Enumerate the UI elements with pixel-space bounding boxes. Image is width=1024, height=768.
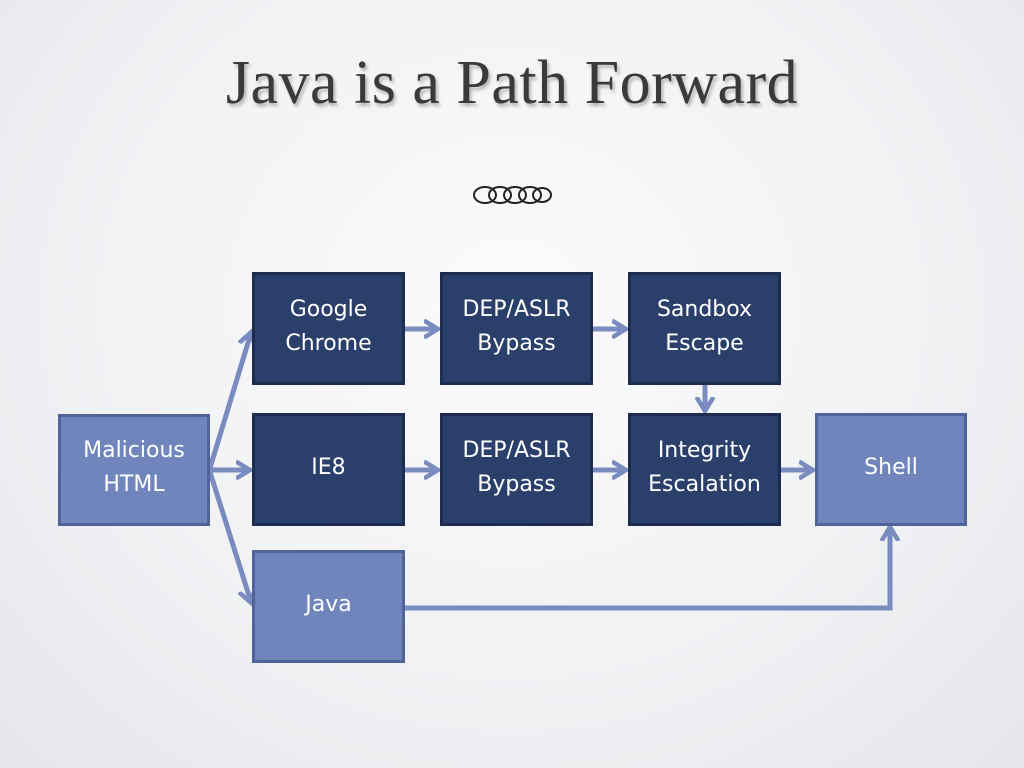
- arrow-java-to-shell: [405, 528, 890, 611]
- slide-title: Java is a Path Forward: [225, 49, 799, 117]
- node-ie8-dep-aslr-bypass: DEP/ASLR Bypass: [440, 413, 593, 526]
- arrow-html-to-chrome: [207, 333, 251, 469]
- arrow-html-to-java: [207, 471, 251, 602]
- node-shell: Shell: [815, 413, 967, 526]
- decorative-scroll-divider-icon: [420, 186, 604, 204]
- node-sandbox-escape: Sandbox Escape: [628, 272, 781, 385]
- node-java: Java: [252, 550, 405, 663]
- node-ie8: IE8: [252, 413, 405, 526]
- node-malicious-html: Malicious HTML: [58, 414, 210, 526]
- node-google-chrome: Google Chrome: [252, 272, 405, 385]
- node-integrity-escalation: Integrity Escalation: [628, 413, 781, 526]
- node-chrome-dep-aslr-bypass: DEP/ASLR Bypass: [440, 272, 593, 385]
